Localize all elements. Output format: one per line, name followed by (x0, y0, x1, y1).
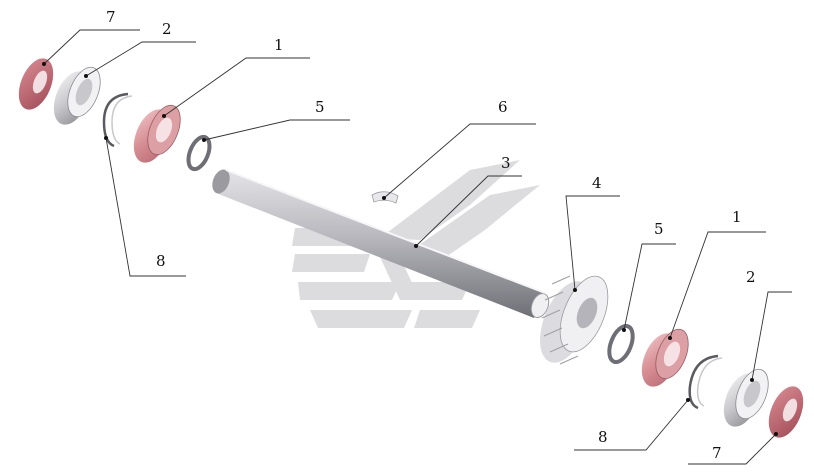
leader-lines (43, 29, 792, 465)
label-7-seal-left: 7 (106, 8, 116, 26)
bearing-right (641, 328, 689, 387)
label-8-circlip-left: 8 (156, 252, 166, 270)
label-5-spacer-left: 5 (315, 98, 325, 116)
callout-dots (42, 62, 778, 436)
label-4-gear: 4 (592, 174, 602, 192)
seal-left (18, 58, 54, 110)
seal-right (768, 386, 804, 438)
label-5-spacer-right: 5 (654, 220, 664, 238)
label-1-bearing-left: 1 (274, 36, 284, 54)
label-1-bearing-right: 1 (732, 208, 742, 226)
housing-right (723, 368, 769, 427)
gear (540, 275, 609, 365)
label-3-shaft: 3 (501, 154, 511, 172)
housing-left (53, 66, 101, 125)
shaft (212, 169, 550, 319)
label-6-key: 6 (498, 98, 508, 116)
circlip-right (688, 354, 723, 410)
label-8-circlip-right: 8 (598, 428, 608, 446)
label-7-seal-right: 7 (712, 444, 722, 462)
bearing-left (133, 104, 181, 163)
circlip-left (102, 92, 133, 148)
spacer-ring-right (607, 323, 635, 365)
label-2-housing-left: 2 (162, 20, 172, 38)
spacer-ring-left (186, 134, 212, 172)
label-2-housing-right: 2 (746, 268, 756, 286)
